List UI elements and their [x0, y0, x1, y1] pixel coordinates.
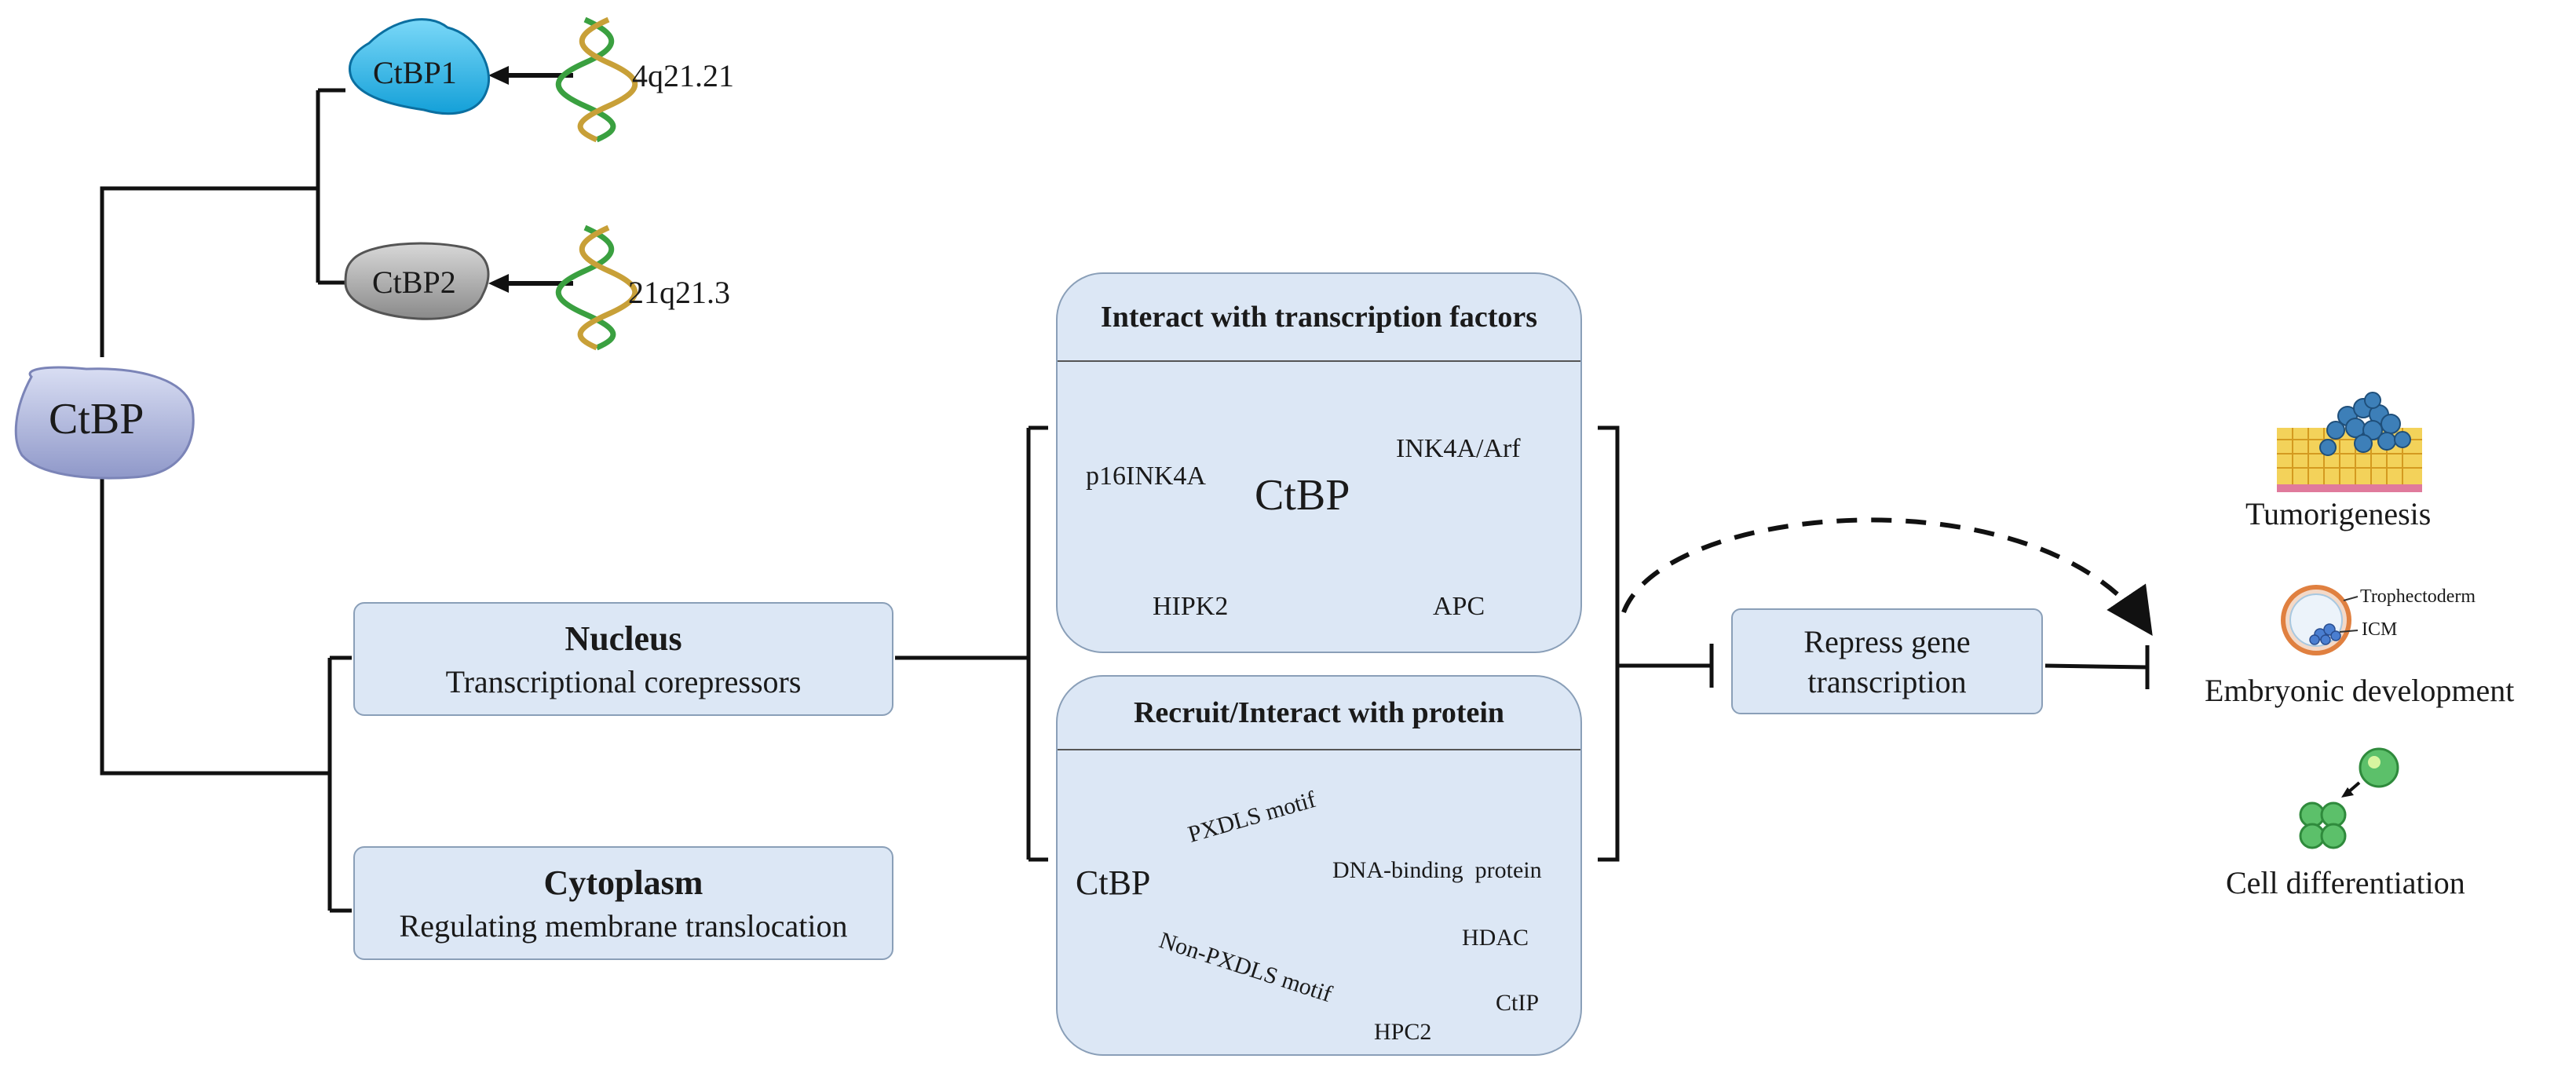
ink4a-arf-label: INK4A/Arf	[1396, 434, 1521, 463]
trophectoderm-label: Trophectoderm	[2360, 586, 2476, 607]
nucleus-title: Nucleus	[565, 619, 682, 658]
cell-differentiation-icon	[2299, 747, 2399, 849]
dna-helix-icon	[556, 16, 638, 351]
ctbp2-locus-label: 21q21.3	[628, 275, 730, 310]
nucleus-subtitle: Transcriptional corepressors	[445, 663, 802, 699]
ctbp1-locus-label: 4q21.21	[632, 58, 734, 93]
ctbp2-label: CtBP2	[372, 265, 456, 300]
tree-lines	[100, 88, 352, 913]
protein-panel-header: Recruit/Interact with protein	[1058, 677, 1580, 750]
repress-connector	[1598, 425, 2150, 862]
hpc2-label: HPC2	[1374, 1019, 1432, 1045]
blastocyst-icon	[2281, 585, 2359, 655]
protein-panel: Recruit/Interact with protein	[1056, 675, 1582, 1056]
tumor-tissue-icon	[2277, 392, 2422, 492]
feedback-dashed-arrow	[1621, 517, 2153, 636]
icm-label: ICM	[2362, 619, 2398, 640]
tf-panel: Interact with transcription factors	[1056, 272, 1582, 653]
protein-ctbp-label: CtBP	[1076, 863, 1151, 902]
p16ink4a-label: p16INK4A	[1086, 462, 1206, 491]
nucleus-box: Nucleus Transcriptional corepressors	[353, 602, 893, 716]
ctbp-root-blob	[14, 366, 195, 480]
hipk2-label: HIPK2	[1153, 592, 1229, 621]
tf-ctbp-label: CtBP	[1255, 471, 1350, 520]
tumorigenesis-label: Tumorigenesis	[2245, 496, 2432, 531]
repress-box: Repress gene transcription	[1731, 608, 2043, 714]
repress-line2: transcription	[1807, 663, 1967, 699]
cytoplasm-subtitle: Regulating membrane translocation	[399, 907, 848, 944]
ctip-label: CtIP	[1496, 990, 1540, 1016]
embryonic-development-label: Embryonic development	[2205, 673, 2515, 708]
repress-line1: Repress gene	[1803, 623, 1971, 659]
apc-label: APC	[1433, 592, 1485, 621]
hdac-label: HDAC	[1462, 925, 1529, 951]
locus-arrows	[488, 66, 573, 293]
ctbp1-label: CtBP1	[373, 55, 457, 90]
cytoplasm-title: Cytoplasm	[543, 863, 703, 902]
cell-differentiation-label: Cell differentiation	[2226, 865, 2465, 900]
nucleus-connector	[895, 425, 1048, 862]
ctbp-root-label: CtBP	[49, 395, 144, 444]
dna-binding-protein-label: DNA-binding protein	[1332, 857, 1542, 883]
ctbp1-blob	[349, 18, 491, 115]
cytoplasm-box: Cytoplasm Regulating membrane translocat…	[353, 846, 893, 960]
tf-panel-header: Interact with transcription factors	[1058, 274, 1580, 362]
ctbp2-blob	[344, 242, 490, 320]
